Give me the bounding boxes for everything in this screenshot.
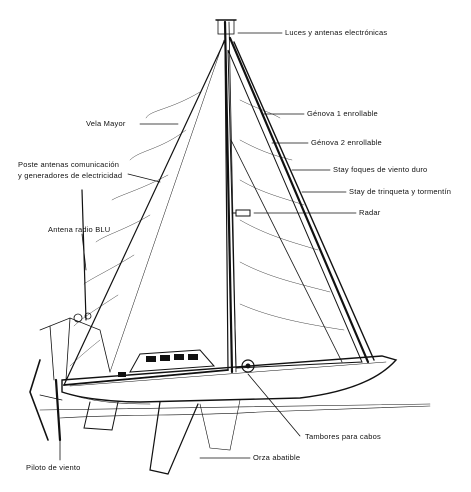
label-antena-blu: Antena radio BLU	[48, 225, 111, 234]
rudder	[83, 401, 119, 431]
genoa-sail	[227, 49, 363, 369]
label-stay-trinqueta: Stay de trinqueta y tormentín	[349, 187, 452, 196]
label-genova-2: Génova 2 enrollable	[311, 138, 382, 147]
antenna-pole	[73, 189, 92, 323]
label-poste-line-2: y generadores de electricidad	[18, 171, 123, 180]
label-luces: Luces y antenas electrónicas	[285, 28, 388, 37]
deckhouse	[118, 349, 216, 377]
forestays	[228, 36, 375, 364]
wind-vane	[29, 359, 63, 442]
label-orza: Orza abatible	[253, 453, 301, 462]
label-stay-foques: Stay foques de viento duro	[333, 165, 428, 174]
leader-lines	[59, 32, 357, 461]
label-poste-line-1: Poste antenas comunicación	[18, 160, 120, 169]
radar	[231, 209, 251, 217]
backstay	[109, 39, 225, 373]
label-tambores: Tambores para cabos	[305, 432, 381, 441]
mainsail	[63, 39, 229, 386]
stern-rail	[39, 317, 111, 381]
label-genova-1: Génova 1 enrollable	[307, 109, 378, 118]
hull	[61, 355, 398, 405]
label-piloto: Piloto de viento	[26, 463, 81, 472]
winches	[241, 359, 255, 373]
label-radar: Radar	[359, 208, 381, 217]
label-vela-mayor: Vela Mayor	[86, 119, 126, 128]
sea-surface	[39, 403, 431, 419]
keel	[149, 399, 241, 475]
